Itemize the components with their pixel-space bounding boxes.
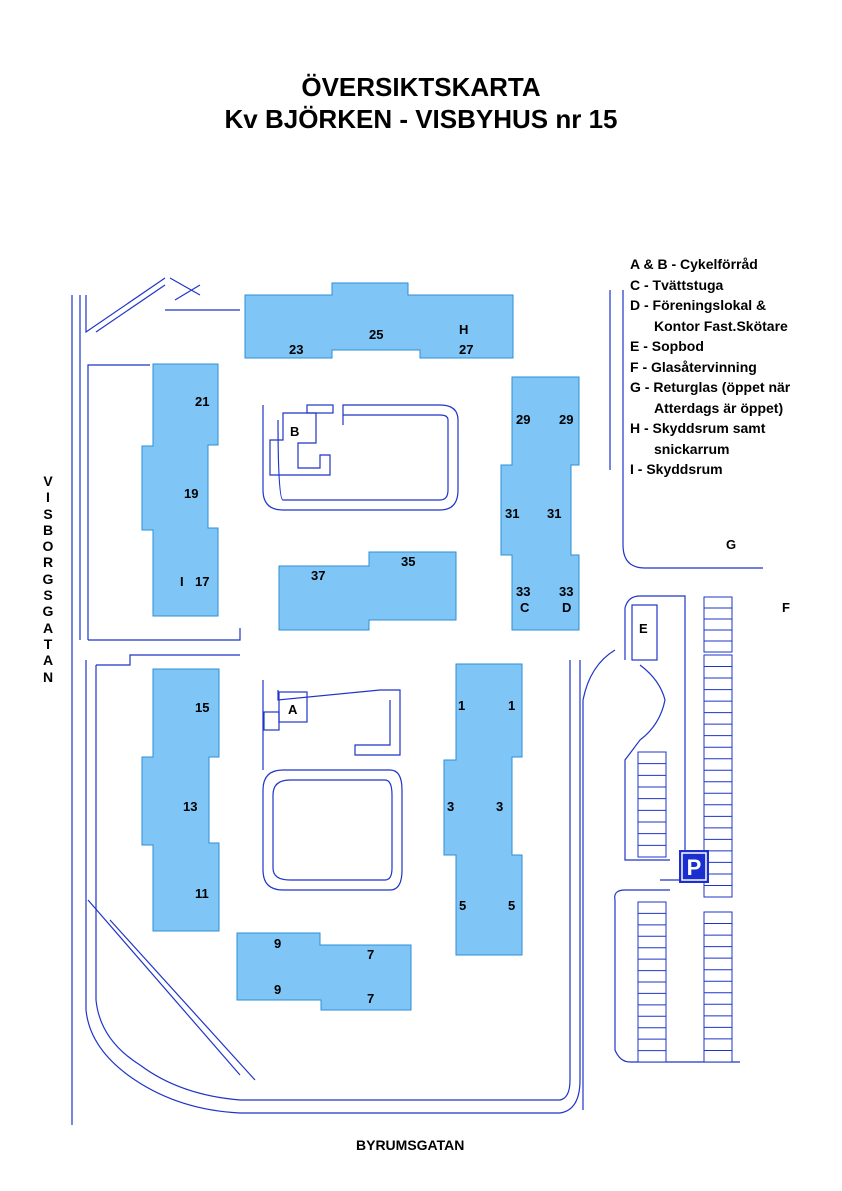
label-f: F: [782, 600, 790, 615]
label-i: I: [180, 574, 184, 589]
outbuilding-e: [631, 604, 658, 661]
outbuilding-b: [269, 412, 331, 476]
parking-row: [703, 596, 733, 653]
label-e: E: [639, 621, 648, 636]
legend-item-c: C - Tvättstuga: [630, 276, 724, 293]
map-title: ÖVERSIKTSKARTA: [301, 72, 541, 102]
parking-rows: [637, 596, 733, 1063]
label-15: 15: [195, 700, 209, 715]
label-9-bottom: 9: [274, 982, 281, 997]
label-1-left: 1: [458, 698, 465, 713]
label-35: 35: [401, 554, 415, 569]
building-29-33: [500, 376, 580, 631]
label-a: A: [288, 702, 298, 717]
building-11-15: [141, 668, 220, 932]
label-b: B: [290, 424, 299, 439]
building-35-37: [278, 551, 457, 631]
building-1-5: [443, 663, 523, 956]
legend-item-d: D - Föreningslokal &: [630, 297, 767, 313]
label-11: 11: [195, 886, 209, 901]
legend-item-h-cont: snickarrum: [654, 440, 730, 457]
building-17-21: [141, 363, 219, 617]
label-7-bottom: 7: [367, 991, 374, 1006]
parking-sign-letter: P: [687, 855, 702, 880]
parking-row: [703, 911, 733, 1063]
legend-item-f: F - Glasåtervinning: [630, 358, 757, 375]
label-h: H: [459, 322, 468, 337]
label-23: 23: [289, 342, 303, 357]
building-7-9: [236, 932, 412, 1011]
label-29-left: 29: [516, 412, 530, 427]
label-13: 13: [183, 799, 197, 814]
map-legend: A & B - Cykelförråd C - Tvättstuga D - F…: [630, 254, 790, 480]
label-c: C: [520, 600, 530, 615]
legend-item-g-cont: Atterdags är öppet): [654, 399, 784, 416]
label-1-right: 1: [508, 698, 515, 713]
label-5-left: 5: [459, 898, 466, 913]
label-27: 27: [459, 342, 473, 357]
label-37: 37: [311, 568, 325, 583]
label-7-top: 7: [367, 947, 374, 962]
label-21: 21: [195, 394, 209, 409]
buildings: [141, 282, 580, 1011]
outbuilding-a: [278, 691, 308, 723]
parking-row: [637, 751, 667, 858]
label-d: D: [562, 600, 571, 615]
label-19: 19: [184, 486, 198, 501]
paths: [71, 277, 763, 1125]
outbuildings: [263, 404, 658, 731]
map-subtitle: Kv BJÖRKEN - VISBYHUS nr 15: [224, 104, 618, 134]
label-g: G: [726, 537, 736, 552]
label-9-top: 9: [274, 936, 281, 951]
map-labels: 23 25 H 27 21 19 I 17 B 29 29 31 31 33 3…: [180, 322, 790, 1006]
label-3-left: 3: [447, 799, 454, 814]
legend-item-d-cont: Kontor Fast.Skötare: [654, 317, 788, 334]
label-17: 17: [195, 574, 209, 589]
label-29-right: 29: [559, 412, 573, 427]
legend-item-i: I - Skyddsrum: [630, 461, 723, 477]
legend-item-h: H - Skyddsrum samt: [630, 420, 766, 436]
label-25: 25: [369, 327, 383, 342]
label-33-left: 33: [516, 584, 530, 599]
label-31-right: 31: [547, 506, 561, 521]
legend-item-ab: A & B - Cykelförråd: [630, 256, 758, 272]
building-23-27: [244, 282, 514, 359]
label-5-right: 5: [508, 898, 515, 913]
legend-item-e: E - Sopbod: [630, 338, 704, 354]
label-3-right: 3: [496, 799, 503, 814]
label-31-left: 31: [505, 506, 519, 521]
street-name-byrumsgatan: BYRUMSGATAN: [356, 1137, 465, 1153]
legend-item-g: G - Returglas (öppet när: [630, 379, 791, 395]
parking-sign: P: [679, 850, 709, 883]
label-33-right: 33: [559, 584, 573, 599]
